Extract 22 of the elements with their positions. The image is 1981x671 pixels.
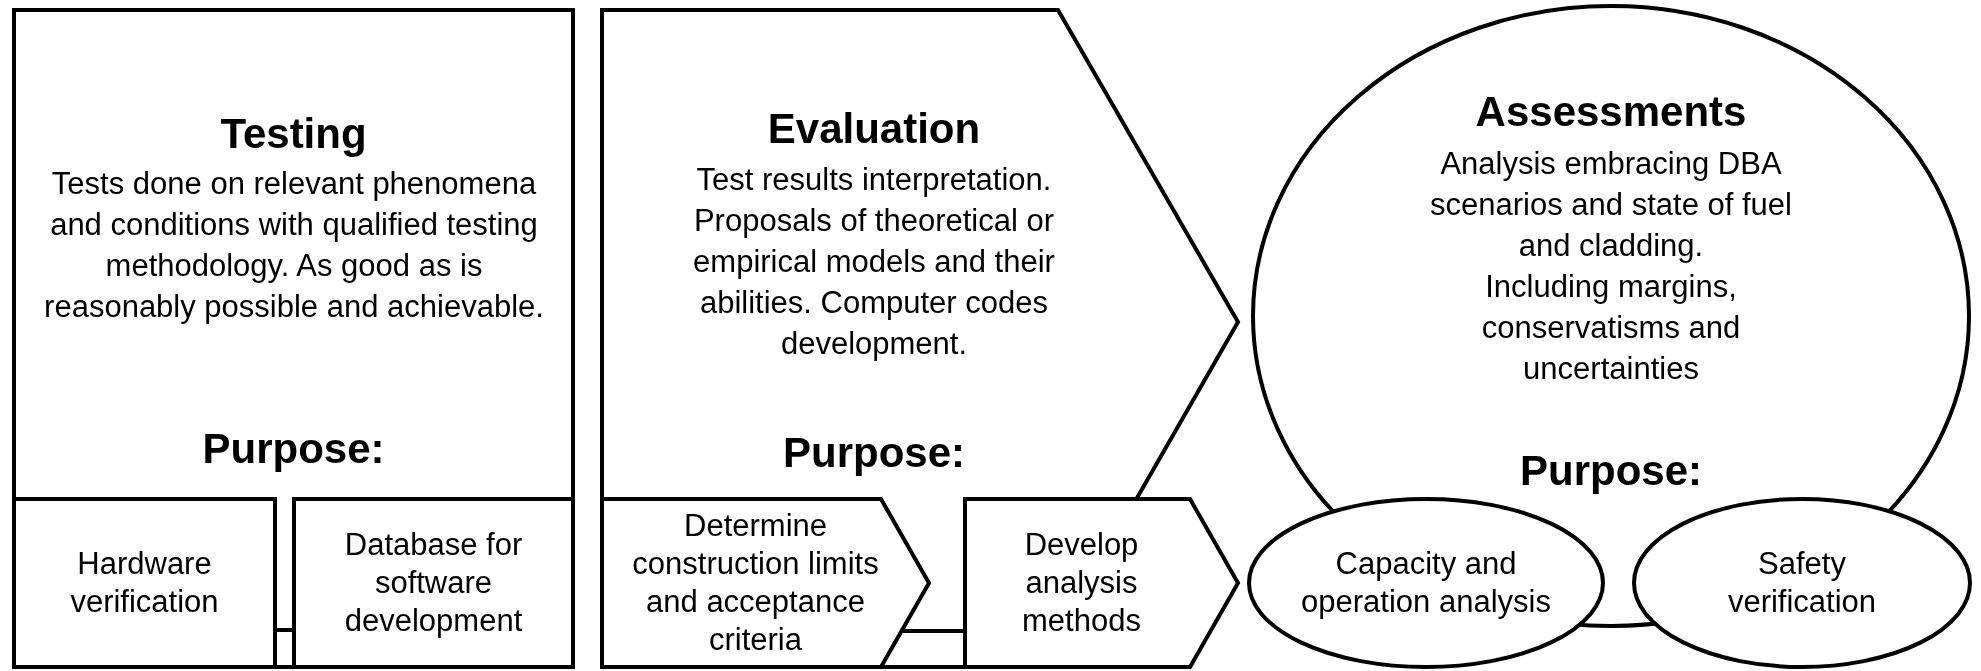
ellipse-shape [1247,497,1605,669]
connector-line [277,628,292,632]
connector-line [903,629,963,633]
ellipse-shape [1632,497,1972,669]
rectangle-box [12,8,575,669]
chevron-box [963,497,1240,669]
heading: Evaluation [766,106,982,152]
box-label: Determine construction limits and acceptance criteria [631,507,880,659]
box-label: Safety verification [1726,545,1878,621]
box-label: Capacity and operation analysis [1300,545,1552,621]
description-text: Analysis embracing DBA scenarios and state of fuel and cladding. [1429,145,1793,265]
heading: Purpose: [782,430,966,476]
description-text: Tests done on relevant phenomena and conditions with qualified testing methodology. As good as is reasonably possible and achievable. [43,165,545,326]
description-text: Including margins, conservatisms and uncertainties [1480,268,1742,388]
box-label: Database for software development [343,526,524,640]
heading: Purpose: [201,426,386,472]
heading: Assessments [1474,89,1748,135]
description-text: Test results interpretation. Proposals of theoretical or empirical models and their abilities. Computer codes development. [692,161,1056,363]
box-label: Hardware verification [69,545,220,621]
heading: Testing [219,111,368,157]
heading: Purpose: [1519,448,1703,494]
box-label: Develop analysis methods [1021,526,1142,640]
